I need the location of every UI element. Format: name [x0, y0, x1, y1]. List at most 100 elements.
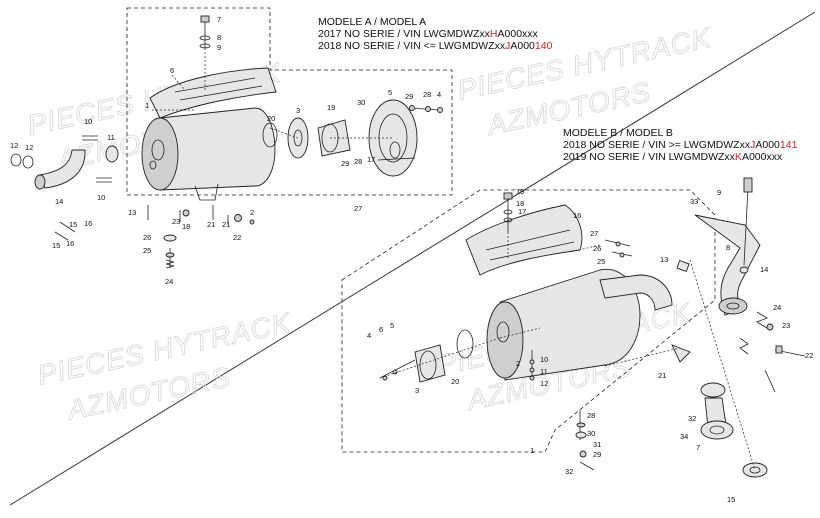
callout-label: 15 [727, 495, 735, 504]
end-plate-part [368, 99, 418, 177]
model-a-vin-line-2018: 2018 NO SERIE / VIN <= LWGMDWZxxJA000140 [318, 40, 553, 52]
callout-label: 29 [593, 450, 601, 459]
callout-label: 22 [805, 351, 813, 360]
callout-label: 15 [69, 220, 77, 229]
callout-label: 14 [760, 265, 768, 274]
gasket-ring-part [105, 145, 119, 163]
callout-label: 8 [726, 243, 730, 252]
callout-label: 33 [690, 197, 698, 206]
callout-label: 4 [367, 331, 371, 340]
callout-label: 3 [415, 386, 419, 395]
callout-label: 26 [143, 233, 151, 242]
callout-label: 20 [451, 377, 459, 386]
callout-label: 24 [773, 303, 781, 312]
callout-label: 9 [217, 43, 221, 52]
callout-label: 15 [52, 241, 60, 250]
callout-label: 27 [354, 204, 362, 213]
callout-labels-a: 7 8 9 6 1 20 3 19 30 5 29 28 4 17 28 29 … [10, 15, 441, 286]
model-a-assembly [10, 7, 453, 269]
model-b-vin-line-2018: 2018 NO SERIE / VIN >= LWGMDWZxxJA000141 [563, 139, 798, 151]
callout-labels-b: 19 18 17 16 27 26 25 13 33 9 8 14 24 23 … [367, 187, 813, 504]
callout-label: 21 [207, 220, 215, 229]
callout-label: 19 [327, 103, 335, 112]
callout-label: 18 [516, 199, 524, 208]
callout-label: 8 [217, 33, 221, 42]
callout-label: 5 [390, 321, 394, 330]
callout-label: 22 [233, 233, 241, 242]
callout-label: 23 [782, 321, 790, 330]
outlet-pipe-part [599, 274, 673, 311]
callout-label: 25 [143, 246, 151, 255]
callout-label: 21 [658, 371, 666, 380]
callout-label: 10 [540, 355, 548, 364]
front-pipe-part [39, 149, 86, 189]
model-a-title: MODELE A / MODEL A [318, 16, 427, 28]
callout-label: 9 [717, 188, 721, 197]
callout-label: 4 [437, 90, 441, 99]
callout-label: 26 [593, 244, 601, 253]
callout-label: 17 [367, 155, 375, 164]
callout-label: 34 [680, 432, 688, 441]
model-b-caption: MODELE B / MODEL B 2018 NO SERIE / VIN >… [563, 127, 797, 163]
callout-label: 7 [217, 15, 221, 24]
callout-label: 11 [540, 367, 548, 376]
model-a-caption: MODELE A / MODEL A 2017 NO SERIE / VIN L… [318, 16, 552, 52]
callout-label: 28 [587, 411, 595, 420]
callout-label: 16 [66, 239, 74, 248]
callout-label: 13 [128, 208, 136, 217]
callout-label: 6 [379, 325, 383, 334]
callout-label: 10 [84, 117, 92, 126]
callout-label: 12 [25, 143, 33, 152]
callout-label: 6 [170, 66, 174, 75]
callout-label: 32 [688, 414, 696, 423]
callout-label: 16 [84, 219, 92, 228]
callout-label: 32 [565, 467, 573, 476]
muffler-end-cap [141, 117, 179, 191]
callout-label: 2 [516, 359, 520, 368]
callout-label: 23 [172, 217, 180, 226]
callout-label: 7 [696, 443, 700, 452]
watermark-group: PIECES HYTRACK AZMOTORS PIECES HYTRACK A… [24, 21, 714, 426]
callout-label: 1 [530, 446, 534, 455]
muffler-end-cap [486, 301, 524, 379]
callout-label: 28 [354, 157, 362, 166]
callout-label: 14 [55, 197, 63, 206]
callout-label: 17 [518, 207, 526, 216]
callout-label: 31 [593, 440, 601, 449]
callout-label: 20 [267, 114, 275, 123]
model-b-title: MODELE B / MODEL B [563, 127, 673, 139]
callout-label: 24 [165, 277, 173, 286]
callout-label: 19 [516, 187, 524, 196]
callout-label: 10 [97, 193, 105, 202]
model-separator-line [9, 11, 816, 506]
callout-label: 30 [357, 98, 365, 107]
callout-label: 13 [660, 255, 668, 264]
model-b-dashed-frame [341, 189, 716, 453]
callout-label: 29 [405, 92, 413, 101]
spark-arrester-part [414, 344, 446, 383]
model-b-assembly [341, 177, 806, 478]
callout-label: 12 [10, 141, 18, 150]
callout-label: 12 [540, 379, 548, 388]
gasket-part [262, 122, 278, 148]
muffler-body-part [159, 107, 276, 191]
callout-label: 21 [222, 220, 230, 229]
callout-label: 1 [145, 101, 149, 110]
callout-label: 30 [587, 429, 595, 438]
model-a-vin-line-2017: 2017 NO SERIE / VIN LWGMDWZxxHA000xxx [318, 28, 538, 40]
callout-label: 2 [250, 208, 254, 217]
callout-label: 11 [107, 133, 115, 142]
model-b-vin-line-2019: 2019 NO SERIE / VIN LWGMDWZxxKA000xxx [563, 151, 783, 163]
callout-label: 28 [423, 90, 431, 99]
callout-label: 29 [341, 159, 349, 168]
model-a-dashed-frame [126, 7, 453, 196]
callout-label: 16 [573, 211, 581, 220]
callout-label: 18 [182, 222, 190, 231]
callout-label: 3 [296, 106, 300, 115]
heat-shield-part [149, 67, 277, 119]
gasket-ring-part [742, 462, 768, 478]
callout-label: 27 [590, 229, 598, 238]
callout-label: 25 [597, 257, 605, 266]
